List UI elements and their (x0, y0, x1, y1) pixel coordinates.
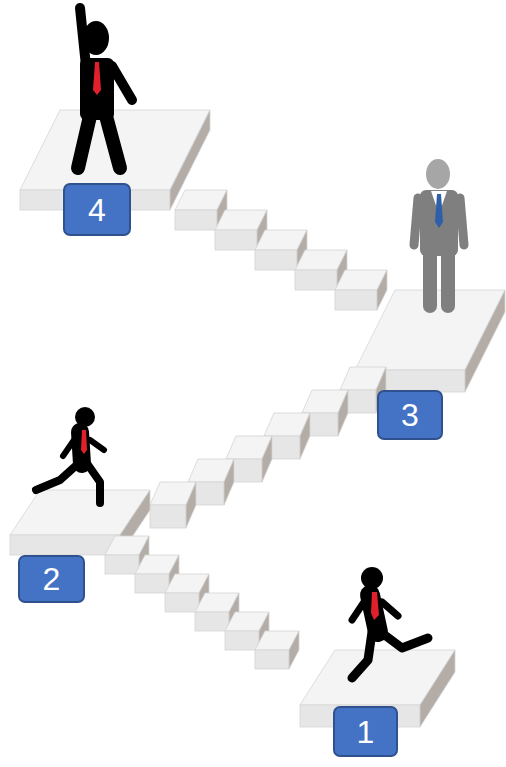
step-number: 1 (357, 716, 375, 748)
legs (352, 630, 428, 678)
step-number: 4 (88, 194, 106, 226)
step-number-box: 4 (63, 183, 131, 236)
step-front (335, 290, 377, 310)
tie (435, 194, 443, 228)
legs (78, 116, 120, 168)
torso (80, 58, 114, 120)
torso (420, 190, 458, 256)
head (75, 407, 95, 427)
step-side (300, 413, 310, 459)
step-number: 3 (401, 399, 419, 431)
step-side (224, 459, 234, 505)
step-front (255, 650, 289, 669)
step-front (255, 250, 297, 270)
head (83, 21, 109, 55)
step-side (377, 270, 387, 310)
landing-side (420, 650, 455, 727)
legs (430, 252, 448, 306)
step-side (289, 631, 299, 669)
step-front (295, 270, 337, 290)
step-front (150, 505, 186, 528)
head (426, 159, 450, 189)
step-front (215, 230, 257, 250)
step-front (175, 210, 217, 230)
step-front (195, 612, 229, 631)
step-front (135, 574, 169, 593)
winner-figure (78, 8, 132, 168)
legs (36, 462, 100, 503)
step-front (105, 555, 139, 574)
standing-figure (414, 159, 464, 306)
arm (112, 66, 132, 100)
step-number-box: 3 (377, 390, 443, 440)
landing-front (10, 535, 120, 555)
landing-side (465, 290, 505, 392)
tie (81, 430, 87, 454)
tie (371, 592, 379, 620)
step-front (225, 631, 259, 650)
step-side (338, 390, 348, 436)
step-front (165, 593, 199, 612)
step-side (186, 482, 196, 528)
runner-figure (352, 567, 428, 678)
step-number-box: 2 (18, 555, 85, 603)
head (361, 567, 383, 589)
step-side (262, 436, 272, 482)
tie (93, 62, 101, 95)
stairs (10, 110, 505, 727)
step-number-box: 1 (333, 706, 398, 757)
step-number: 2 (43, 563, 61, 595)
runner-figure (36, 407, 104, 503)
